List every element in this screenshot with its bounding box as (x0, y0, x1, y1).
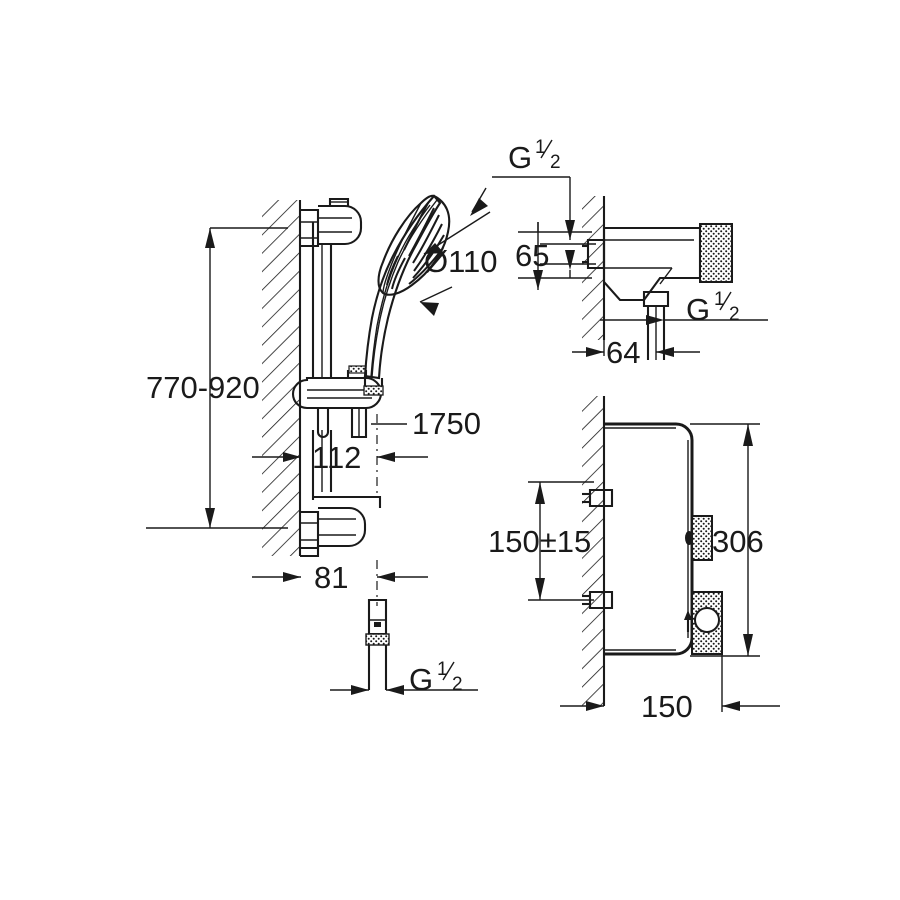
dim-label-thread-g-outlet: G (686, 292, 710, 327)
dim-offset-112: 112 (252, 414, 428, 498)
thread-fraction-numerator-outlet: 1 (714, 289, 725, 310)
thread-fraction-denominator-outlet: 2 (729, 304, 740, 325)
dim-outlet-thread: G 1 2 (600, 289, 768, 327)
dim-label-diameter-110: Ø110 (424, 244, 498, 279)
thread-fraction-denominator-inlet: 2 (550, 152, 561, 173)
left-view-dimensions: 770-920 1750 112 81 (146, 211, 498, 697)
dim-label-offset-112: 112 (312, 440, 361, 475)
spray-face-ribs (386, 202, 445, 290)
dim-label-body-depth: 150 (641, 689, 693, 724)
left-view-shower-rail (262, 194, 451, 690)
dim-offset-81: 81 (252, 560, 428, 595)
shower-hose-connector (365, 598, 390, 690)
wall-union-body (602, 223, 733, 360)
dim-inlet-thread: G 1 2 (470, 137, 575, 240)
dim-body-depth-150: 150 (560, 654, 780, 724)
volume-control-knob[interactable] (691, 515, 713, 561)
bottom-right-view-thermostat (582, 396, 723, 706)
thermostat-control-knobs (691, 515, 723, 655)
thread-fraction-numerator-inlet: 1 (535, 137, 546, 158)
dim-label-thread-g-inlet: G (508, 140, 532, 175)
thermostat-inlet-upper (582, 488, 614, 508)
dim-hose-thread: G 1 2 (330, 659, 478, 697)
dim-label-rail-height: 770-920 (146, 370, 260, 405)
shower-rail-tube (311, 222, 333, 500)
dim-hose-length: 1750 (371, 406, 481, 441)
temperature-knob-face[interactable] (694, 607, 720, 633)
dim-inlet-centers-150: 150±15 (488, 481, 594, 601)
dim-label-hose-length: 1750 (412, 406, 481, 441)
dim-label-offset-81: 81 (314, 560, 348, 595)
rail-top-bracket (300, 197, 363, 248)
dim-label-spacing-65: 65 (515, 238, 549, 273)
top-right-view-dimensions: G 1 2 65 64 (470, 137, 768, 370)
dim-diameter-110: Ø110 (419, 211, 498, 316)
dim-label-thread-g-hose: G (409, 662, 433, 697)
dim-projection-64: 64 (572, 300, 700, 370)
thread-fraction-numerator-hose: 1 (437, 659, 448, 680)
dim-inlet-spacing-65: 65 (515, 222, 592, 290)
dim-body-height-306: 306 (690, 423, 764, 657)
bottom-right-view-dimensions: 150±15 306 150 (488, 423, 780, 724)
dim-rail-height: 770-920 (146, 227, 288, 529)
dim-label-body-height: 306 (712, 524, 764, 559)
dim-label-projection-64: 64 (606, 335, 640, 370)
hand-shower-wand (363, 194, 451, 396)
wall-section-hatch-left (262, 200, 302, 556)
thread-fraction-denominator-hose: 2 (452, 674, 463, 695)
rail-bottom-bracket (300, 495, 382, 558)
thermostat-inlet-lower (582, 590, 614, 610)
dim-label-inlet-centers: 150±15 (488, 524, 591, 559)
thermostat-body (604, 422, 694, 656)
